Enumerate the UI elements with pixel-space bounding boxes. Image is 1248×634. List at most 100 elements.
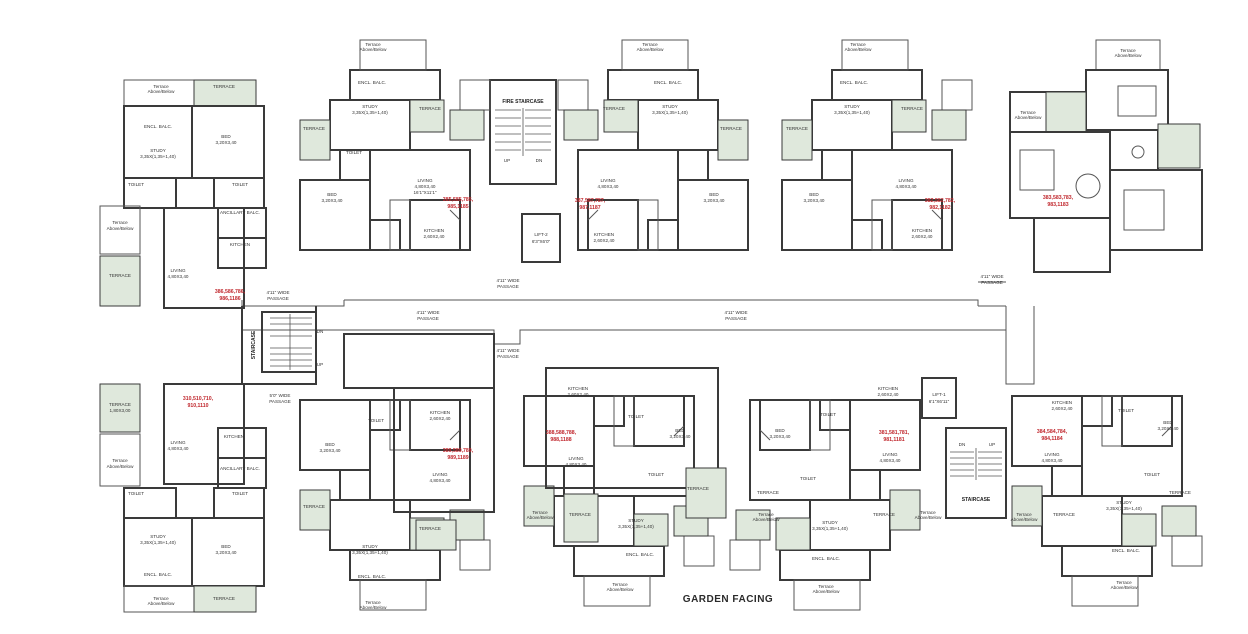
label-toilet-4b: TOILET bbox=[232, 182, 248, 187]
label-living-size-4: 4,80X3,40 bbox=[168, 274, 189, 279]
label-living-1: LIVING bbox=[417, 178, 432, 183]
label-bed-size-7: 3,20X3,40 bbox=[670, 434, 691, 439]
label-toilet-7b: TOILET bbox=[648, 472, 664, 477]
label-study-6: STUDY bbox=[362, 544, 378, 549]
left-stair-up: UP bbox=[317, 362, 323, 367]
label-study-size-6: 3,35X(1,35+1,40) bbox=[352, 550, 388, 555]
unit-389-a: 389,589,789, bbox=[443, 448, 474, 454]
passage-1-sub: PASSAGE bbox=[267, 296, 289, 301]
label-bed-9: BED bbox=[1163, 420, 1173, 425]
label-terrace-7: TERRACE bbox=[109, 273, 131, 278]
unit-384-b: 984,1184 bbox=[1041, 436, 1062, 442]
label-tabove-13: Terrace bbox=[818, 584, 834, 589]
label-living-size-8: 4,80X3,40 bbox=[880, 458, 901, 463]
label-terrace-2: TERRACE bbox=[303, 126, 325, 131]
label-enclbalc-3: ENCL. BALC. bbox=[840, 80, 868, 85]
label-living-size-7: 4,80X3,40 bbox=[566, 462, 587, 467]
label-living-size-3: 4,80X3,40 bbox=[896, 184, 917, 189]
label-kitchen-size-8: 2,60X2,40 bbox=[878, 392, 899, 397]
center-block bbox=[343, 333, 727, 551]
label-bed-size-1: 3,20X3,40 bbox=[322, 198, 343, 203]
label-kitchen-size-3: 2,60X2,40 bbox=[912, 234, 933, 239]
label-tabove-2: Terrace bbox=[642, 42, 658, 47]
label-kitchen-size-7: 2,60X2,40 bbox=[568, 392, 589, 397]
label-study-3: STUDY bbox=[844, 104, 860, 109]
label-toilet-5b: TOILET bbox=[232, 491, 248, 496]
label-tabove-4: Terrace bbox=[112, 220, 128, 225]
lift-2 bbox=[521, 213, 561, 263]
label-kitchen-2: KITCHEN bbox=[594, 232, 614, 237]
label-bed-6: BED bbox=[325, 442, 335, 447]
label-living-2: LIVING bbox=[600, 178, 615, 183]
label-tabove-15: Terrace bbox=[1116, 580, 1132, 585]
label-bed-size-8: 3,20X3,40 bbox=[770, 434, 791, 439]
label-tabove-12b: Above/Below bbox=[915, 515, 942, 520]
passage-5: 4'11" WIDE bbox=[980, 274, 1003, 279]
label-tabove-14: Terrace bbox=[1016, 512, 1032, 517]
label-terrace-14: TERRACE bbox=[569, 512, 591, 517]
label-enclbalc-4: ENCL. BALC. bbox=[144, 124, 172, 129]
label-bed-4: BED bbox=[221, 134, 231, 139]
lift-2-size: 6'3"X6'0" bbox=[532, 239, 551, 244]
label-terrace-3: TERRACE bbox=[603, 106, 625, 111]
label-kitchen-6: KITCHEN bbox=[430, 410, 450, 415]
label-living-8: LIVING bbox=[882, 452, 897, 457]
label-kitchen-1: KITCHEN bbox=[424, 228, 444, 233]
label-enclbalc-7: ENCL. BALC. bbox=[626, 552, 654, 557]
label-tabove-12: Terrace bbox=[920, 510, 936, 515]
label-toilet-4: TOILET bbox=[128, 182, 144, 187]
label-terrace-12: TERRACE bbox=[419, 526, 441, 531]
flat-382 bbox=[781, 39, 973, 251]
label-study-size-3: 3,35X(1,35+1,40) bbox=[834, 110, 870, 115]
label-kitchen-size-9: 2,60X2,40 bbox=[1052, 406, 1073, 411]
unit-386-a: 386,586,786, bbox=[215, 289, 246, 295]
passage-1: 4'11" WIDE bbox=[266, 290, 289, 295]
label-tabove-7b: Above/Below bbox=[148, 601, 175, 606]
label-toilet-9b: TOILET bbox=[1144, 472, 1160, 477]
label-bed-size-9: 3,20X3,40 bbox=[1158, 426, 1179, 431]
label-living-6: LIVING bbox=[432, 472, 447, 477]
label-enclbalc-6: ENCL. BALC. bbox=[358, 574, 386, 579]
passage-4: 4'11" WIDE bbox=[724, 310, 747, 315]
labels: STUDY 3,35X(1,35+1,40) ENCL. BALC. LIVIN… bbox=[107, 42, 1191, 610]
label-terrace-1: TERRACE bbox=[419, 106, 441, 111]
label-study-size-2: 3,35X(1,35+1,40) bbox=[652, 110, 688, 115]
label-kitchen-size-2: 2,60X2,40 bbox=[594, 238, 615, 243]
label-living-7: LIVING bbox=[568, 456, 583, 461]
label-enclbalc-5: ENCL. BALC. bbox=[144, 572, 172, 577]
label-tabove-3b: Above/Below bbox=[845, 47, 872, 52]
label-study-size-5: 3,35X(1,35+1,40) bbox=[140, 540, 176, 545]
label-terrace-10: TERRACE bbox=[213, 596, 235, 601]
label-tabove-17: Terrace bbox=[1120, 48, 1136, 53]
label-bed-8: BED bbox=[775, 428, 785, 433]
label-tabove-17b: Above/Below bbox=[1115, 53, 1142, 58]
flat-385 bbox=[299, 39, 491, 251]
label-bed-5: BED bbox=[221, 544, 231, 549]
label-tabove-5: Terrace bbox=[153, 84, 169, 89]
passage-5-sub: PASSAGE bbox=[981, 280, 1003, 285]
label-terrace-11: TERRACE bbox=[303, 504, 325, 509]
fire-stair-dn: DN bbox=[536, 158, 543, 163]
label-study-size-1: 3,35X(1,35+1,40) bbox=[352, 110, 388, 115]
label-ancillary-5: ANCILLARY BALC. bbox=[220, 466, 260, 471]
label-bed-size-5: 3,20X3,40 bbox=[216, 550, 237, 555]
label-tabove-11: Terrace bbox=[758, 512, 774, 517]
label-living-size-6: 4,80X3,40 bbox=[430, 478, 451, 483]
label-tabove-11b: Above/Below bbox=[753, 517, 780, 522]
label-toilet-8: TOILET bbox=[820, 412, 836, 417]
label-living-size-5: 4,80X3,40 bbox=[168, 446, 189, 451]
label-tabove-10b: Above/Below bbox=[607, 587, 634, 592]
label-ancillary-4: ANCILLARY BALC. bbox=[220, 210, 260, 215]
label-kitchen-4: KITCHEN bbox=[230, 242, 250, 247]
label-terrace-5: TERRACE bbox=[901, 106, 923, 111]
unit-388-b: 988,1188 bbox=[550, 437, 571, 443]
main-staircase: DN UP STAIRCASE LIFT-1 6'1"X6'11" bbox=[921, 377, 1007, 519]
unit-388-a: 388,588,788, bbox=[546, 430, 577, 436]
fire-staircase-label: FIRE STAIRCASE bbox=[502, 99, 544, 105]
flat-386 bbox=[99, 79, 267, 309]
label-terrace-16: TERRACE bbox=[873, 512, 895, 517]
label-study-1: STUDY bbox=[362, 104, 378, 109]
label-bed-size-3: 3,20X3,40 bbox=[804, 198, 825, 203]
unit-386-b: 986,1186 bbox=[219, 296, 240, 302]
